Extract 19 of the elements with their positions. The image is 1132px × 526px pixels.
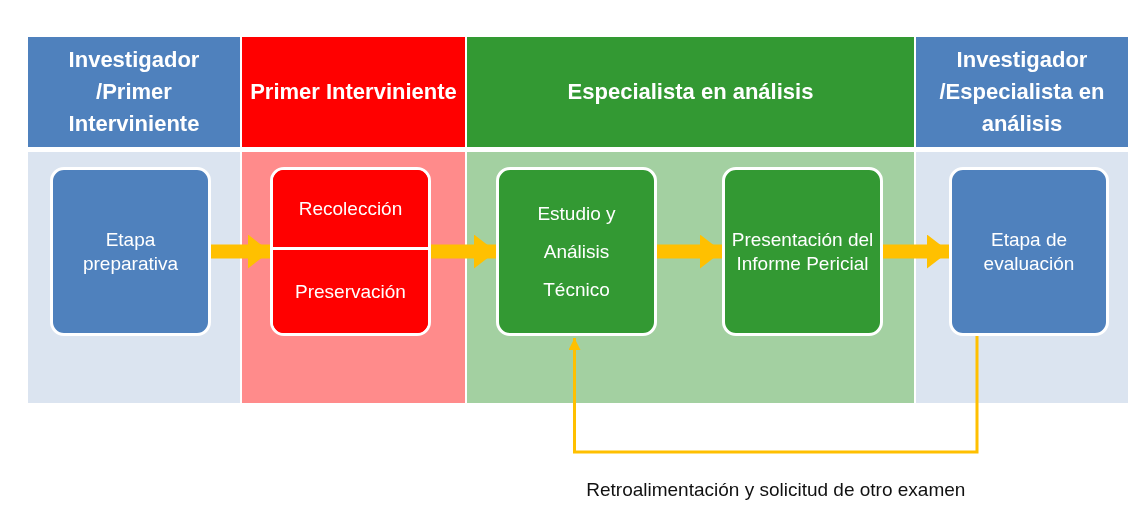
- swimlane: [28, 37, 240, 403]
- process-box: Etapa de evaluación: [949, 167, 1109, 336]
- swimlane: [916, 37, 1128, 403]
- block-arrow: [431, 234, 496, 269]
- block-arrow: [883, 234, 949, 269]
- block-arrow: [657, 234, 722, 269]
- feedback-arrow: [568, 336, 979, 454]
- lane-header: Investigador /Especialista en análisis: [916, 37, 1128, 152]
- lane-header: Investigador /Primer Interviniente: [28, 37, 240, 152]
- process-box: Presentación del Informe Pericial: [722, 167, 883, 336]
- lane-header: Especialista en análisis: [467, 37, 914, 152]
- swimlane: [242, 37, 465, 403]
- process-box: Estudio y Análisis Técnico: [496, 167, 657, 336]
- process-step: Recolección: [273, 170, 428, 250]
- block-arrow: [211, 234, 270, 269]
- lane-header: Primer Interviniente: [242, 37, 465, 152]
- swimlane: [467, 37, 914, 403]
- process-box: Etapa preparativa: [50, 167, 211, 336]
- process-box: [270, 167, 431, 336]
